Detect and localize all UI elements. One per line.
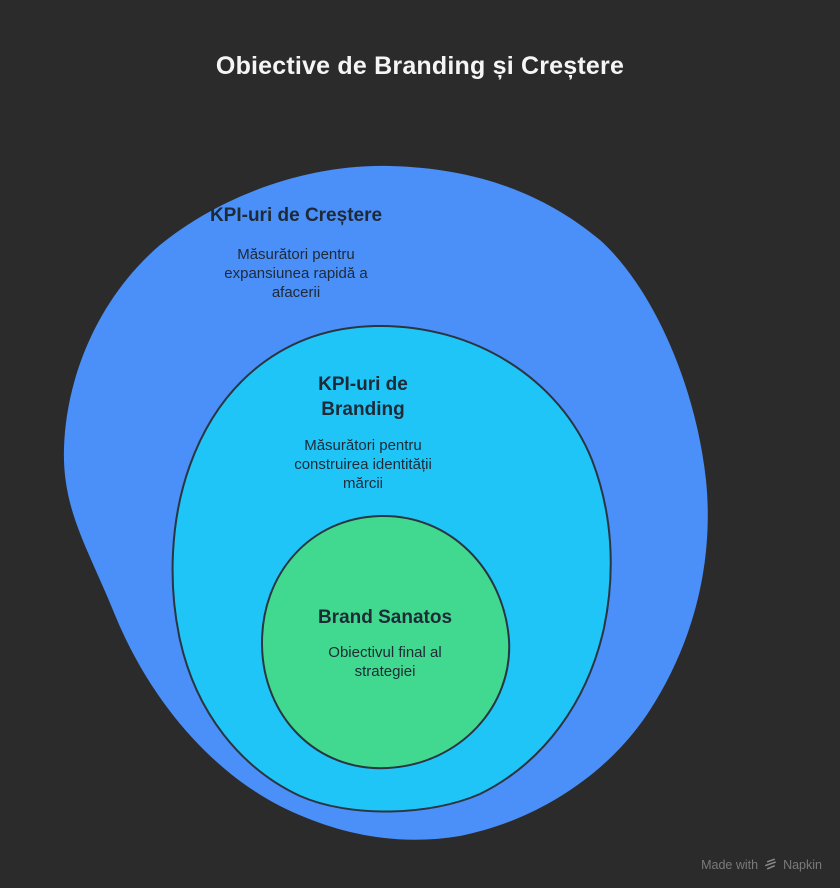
branding-ring-title: KPI-uri de Branding — [318, 374, 408, 420]
core-ring-shape — [260, 514, 511, 770]
growth-ring-label-group: KPI-uri de Creștere Măsurători pentru ex… — [186, 203, 406, 302]
made-with-label: Made with — [701, 857, 759, 872]
core-ring-description: Obiectivul final al strategiei — [328, 644, 442, 680]
page-title: Obiective de Branding și Creștere — [215, 52, 625, 80]
branding-ring-description: Măsurători pentru construirea identități… — [294, 437, 432, 492]
napkin-watermark[interactable]: Made with Napkin — [701, 857, 822, 872]
growth-ring-description: Măsurători pentru expansiunea rapidă a a… — [224, 246, 368, 301]
core-ring-title: Brand Sanatos — [317, 607, 453, 628]
napkin-brand-label: Napkin — [783, 857, 822, 872]
growth-ring-title: KPI-uri de Creștere — [209, 205, 383, 226]
core-ring-label-group: Brand Sanatos Obiectivul final al strate… — [275, 605, 495, 681]
napkin-logo-icon — [765, 858, 777, 870]
branding-ring-label-group: KPI-uri de Branding Măsurători pentru co… — [253, 372, 473, 493]
